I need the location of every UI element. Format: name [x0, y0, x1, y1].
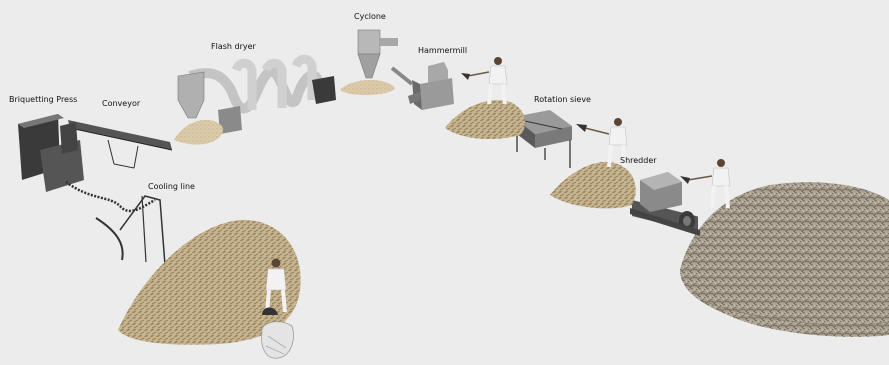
cyclone-machine [340, 30, 412, 95]
hammermill-machine [408, 62, 454, 110]
cooling-line [96, 196, 165, 265]
shredder-machine [630, 172, 700, 236]
label-shredder: Shredder [620, 157, 657, 165]
flash-dryer-machine [174, 59, 336, 144]
label-cooling-line: Cooling line [148, 183, 195, 191]
worker-shredder [680, 159, 730, 208]
label-cyclone: Cyclone [354, 13, 386, 21]
label-flash-dryer: Flash dryer [211, 43, 256, 51]
label-conveyor: Conveyor [102, 100, 140, 108]
label-hammermill: Hammermill [418, 47, 467, 55]
label-briquetting-press: Briquetting Press [9, 96, 77, 104]
worker-hammermill [461, 57, 507, 104]
label-rotation-sieve: Rotation sieve [534, 96, 591, 104]
chips-pile-hammermill [445, 100, 525, 139]
conveyor-machine [68, 120, 172, 168]
briquette-bag [262, 322, 294, 358]
chips-pile-sieve [550, 162, 636, 209]
